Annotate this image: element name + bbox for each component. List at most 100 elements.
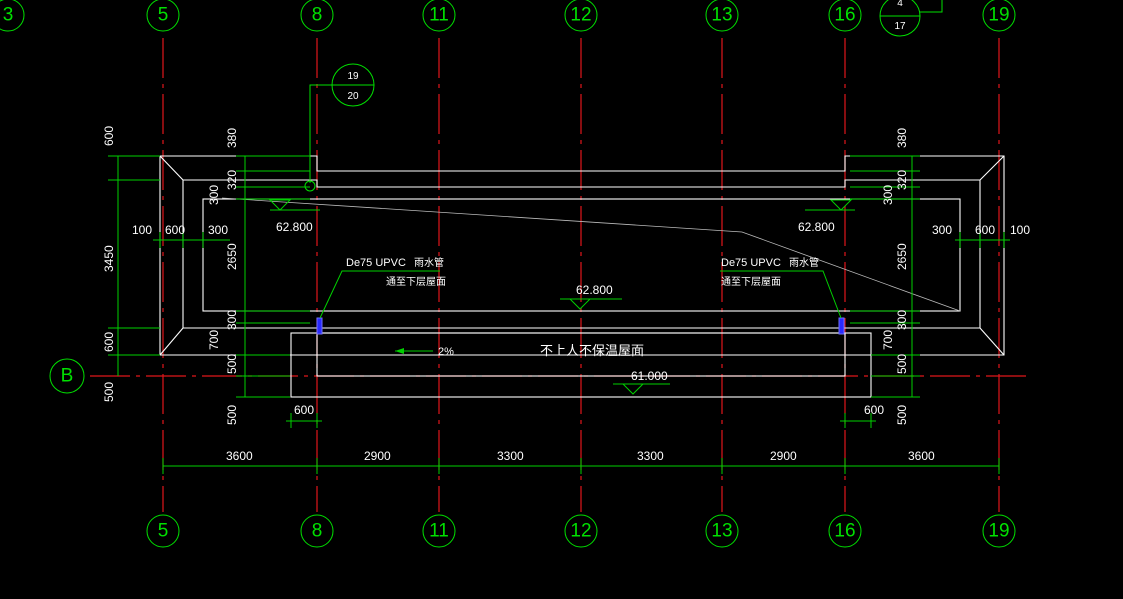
svg-text:11: 11 (429, 5, 449, 26)
grid-bubbles-top: 3 5 8 11 12 13 16 19 (0, 0, 1016, 32)
pipe-right: De75 UPVC 雨水管 通至下层屋面 (720, 256, 845, 335)
grid-bubble-16-bottom: 16 (828, 514, 862, 548)
left-inner-dims: 380 320 300 2650 300 700 500 500 (207, 128, 310, 425)
grid-bubble-11-bottom: 11 (422, 514, 456, 548)
elevation-right: 62.800 (798, 199, 855, 234)
pipe-left: De75 UPVC 雨水管 通至下层屋面 (316, 256, 446, 335)
pipe-right-note: 通至下层屋面 (721, 276, 781, 288)
grid-bubble-8-bottom: 8 (300, 514, 334, 548)
elevation-left: 62.800 (268, 199, 320, 234)
svg-text:2900: 2900 (770, 449, 797, 463)
right-vertical-dims: 380 320 300 2650 300 700 500 500 (850, 128, 920, 425)
grid-bubble-19-bottom: 19 (982, 514, 1016, 548)
parapet-walls (159, 155, 1005, 398)
svg-text:320: 320 (895, 170, 909, 190)
svg-text:2650: 2650 (895, 243, 909, 270)
grid-bubble-16-top: 16 (828, 0, 862, 32)
svg-text:12: 12 (570, 521, 591, 542)
drain-icon (838, 317, 845, 335)
svg-text:8: 8 (312, 5, 323, 26)
svg-text:380: 380 (225, 128, 239, 148)
grid-bubble-3: 3 (0, 0, 25, 32)
detail-ref-left-num: 19 (347, 71, 359, 82)
detail-ref-left: 19 20 (304, 63, 375, 192)
svg-text:3: 3 (3, 5, 14, 26)
svg-text:62.800: 62.800 (276, 220, 313, 234)
svg-text:3450: 3450 (102, 245, 116, 272)
pipe-right-spec: De75 UPVC (721, 257, 781, 269)
detail-ref-left-den: 20 (347, 91, 359, 102)
drain-icon (316, 317, 323, 335)
svg-text:300: 300 (895, 310, 909, 330)
grid-bubble-b: B (49, 358, 85, 394)
grid-bubbles-bottom: 5 8 11 12 13 16 19 (146, 514, 1016, 548)
grid-bubble-5-top: 5 (146, 0, 180, 32)
leader-line (221, 197, 961, 312)
left-horizontal-dims: 100 600 300 (132, 223, 230, 248)
right-horizontal-dims: 300 600 100 (932, 223, 1030, 248)
svg-text:61.000: 61.000 (631, 369, 668, 383)
svg-text:300: 300 (207, 185, 221, 205)
grid-bubble-19-top: 19 (982, 0, 1016, 32)
grid-bubble-13-top: 13 (705, 0, 739, 32)
grid-bubble-12-top: 12 (564, 0, 598, 32)
svg-text:16: 16 (834, 5, 855, 26)
svg-text:380: 380 (895, 128, 909, 148)
svg-text:500: 500 (895, 405, 909, 425)
detail-ref-top-num: 4 (897, 0, 903, 9)
parapet-outer (159, 155, 1005, 356)
bottom-dimension-chain: 3600 2900 3300 3300 2900 3600 (162, 449, 1000, 474)
svg-text:B: B (61, 366, 74, 387)
svg-text:300: 300 (208, 223, 228, 237)
grid-bubble-11-top: 11 (422, 0, 456, 32)
svg-text:19: 19 (988, 5, 1009, 26)
pipe-left-spec: De75 UPVC (346, 257, 406, 269)
svg-text:5: 5 (158, 521, 169, 542)
svg-text:500: 500 (102, 382, 116, 402)
detail-ref-top: 4 17 (879, 0, 943, 37)
svg-text:13: 13 (711, 5, 732, 26)
svg-text:600: 600 (102, 126, 116, 146)
svg-text:8: 8 (312, 521, 323, 542)
svg-text:600: 600 (102, 332, 116, 352)
lower-roof-dims: 600 600 (286, 403, 884, 428)
svg-text:700: 700 (881, 330, 895, 350)
svg-text:13: 13 (711, 521, 732, 542)
svg-text:300: 300 (225, 310, 239, 330)
svg-text:2650: 2650 (225, 243, 239, 270)
svg-text:62.800: 62.800 (798, 220, 835, 234)
pipe-left-note: 通至下层屋面 (386, 276, 446, 288)
parapet-inner (202, 198, 961, 312)
roof-label: 不上人不保温屋面 (540, 343, 644, 358)
lower-roof-inner (316, 332, 846, 377)
svg-text:3600: 3600 (226, 449, 253, 463)
grid-bubble-8-top: 8 (300, 0, 334, 32)
grid-lines (90, 38, 1030, 512)
svg-text:300: 300 (932, 223, 952, 237)
detail-ref-top-den: 17 (894, 21, 906, 32)
svg-text:5: 5 (158, 5, 169, 26)
svg-text:300: 300 (881, 185, 895, 205)
parapet-mid (182, 179, 981, 329)
svg-text:2%: 2% (438, 346, 454, 358)
svg-text:19: 19 (988, 521, 1009, 542)
svg-text:3600: 3600 (908, 449, 935, 463)
svg-text:600: 600 (165, 223, 185, 237)
elevation-lower-roof: 61.000 (613, 369, 670, 395)
svg-text:3300: 3300 (497, 449, 524, 463)
svg-text:600: 600 (294, 403, 314, 417)
svg-text:600: 600 (975, 223, 995, 237)
svg-text:500: 500 (895, 354, 909, 374)
svg-text:16: 16 (834, 521, 855, 542)
left-outer-dims: 600 3450 600 500 (102, 126, 160, 402)
slope-arrow: 2% (395, 346, 454, 358)
svg-text:320: 320 (225, 170, 239, 190)
grid-bubble-12-bottom: 12 (564, 514, 598, 548)
svg-text:100: 100 (1010, 223, 1030, 237)
svg-text:2900: 2900 (364, 449, 391, 463)
pipe-right-name: 雨水管 (789, 256, 819, 269)
svg-text:12: 12 (570, 5, 591, 26)
pipe-left-name: 雨水管 (414, 256, 444, 269)
elevation-center: 62.800 (560, 283, 622, 310)
